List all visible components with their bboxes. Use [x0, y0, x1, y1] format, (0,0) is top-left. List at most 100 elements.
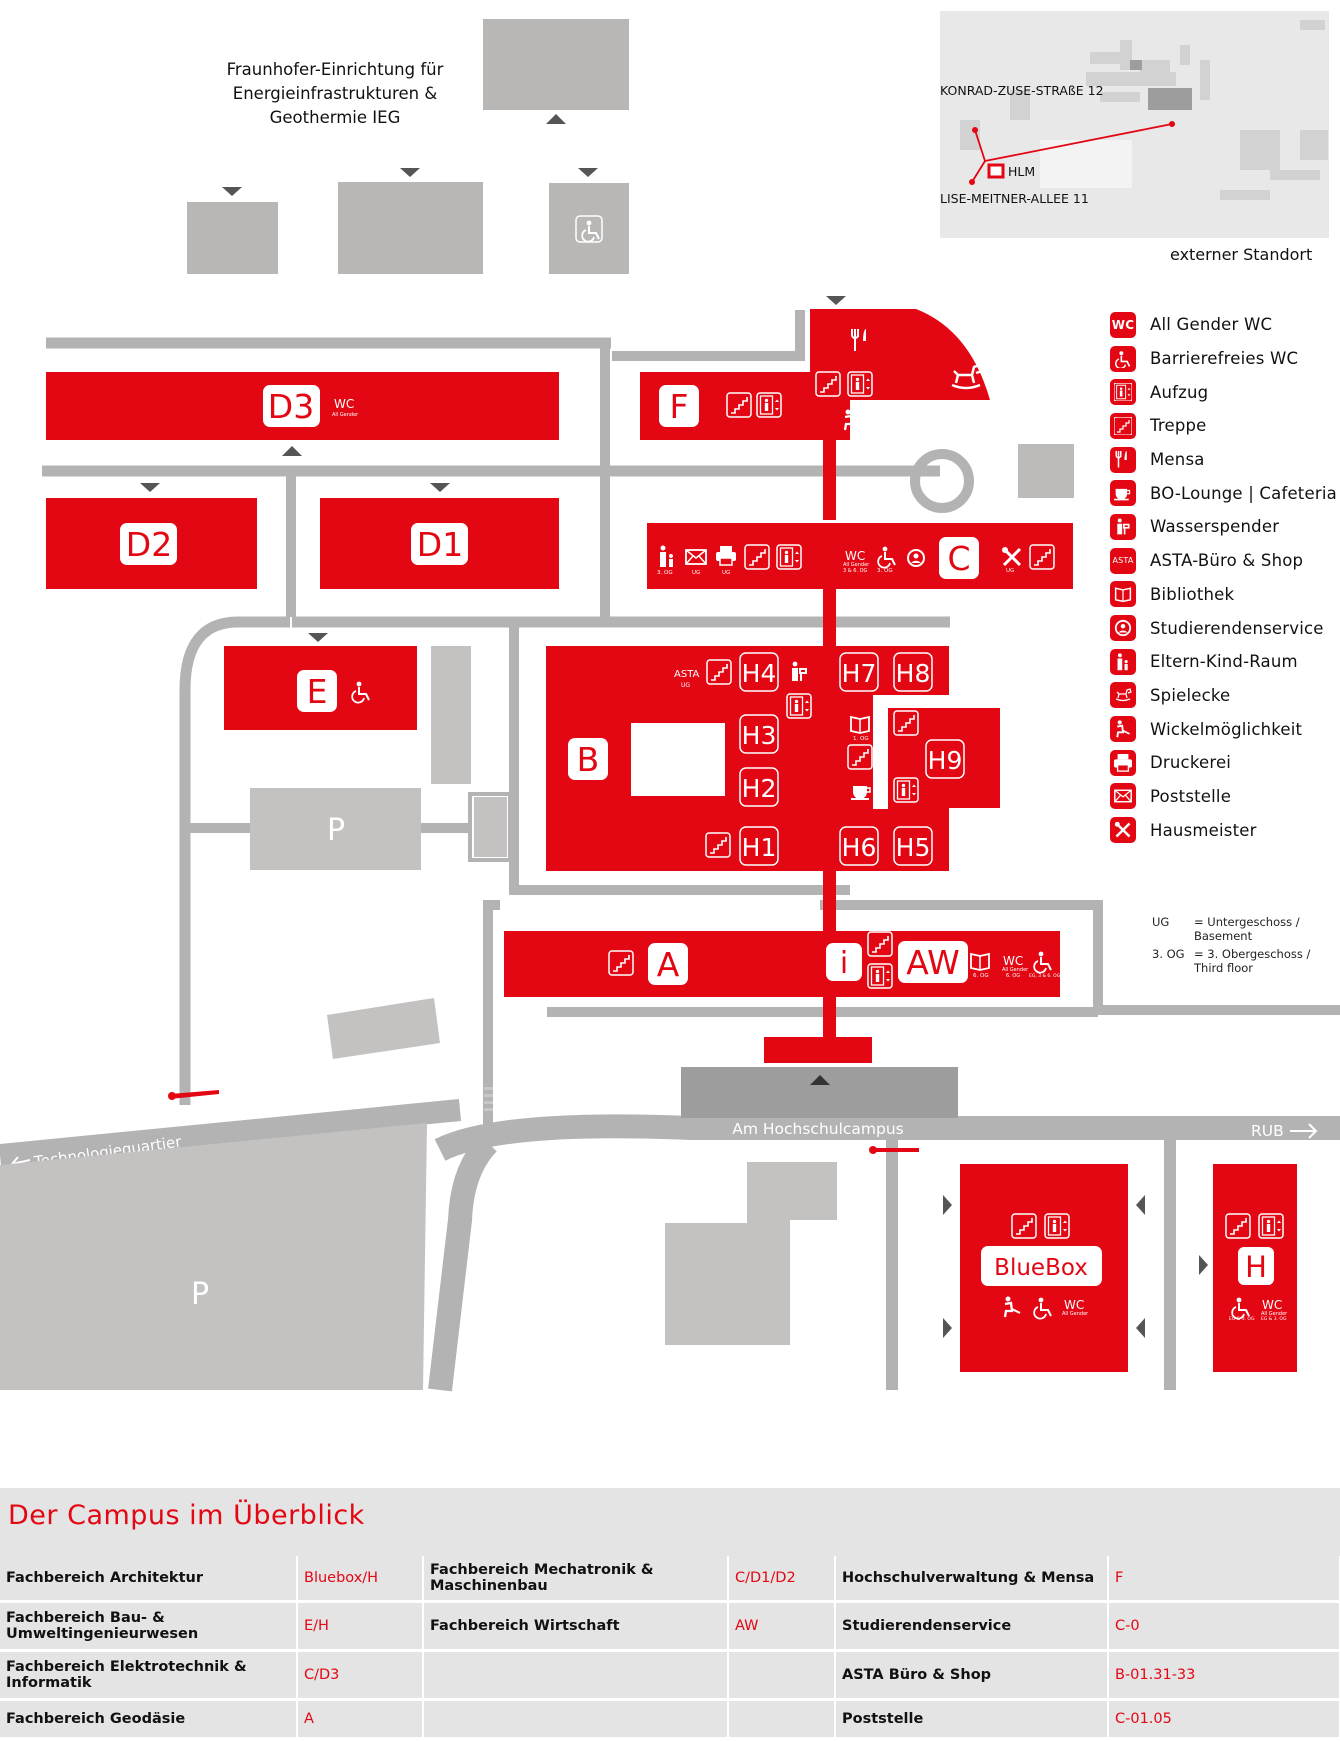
table-cell: Studierendenservice: [835, 1601, 1109, 1652]
legend-item-play-corner: Spielecke: [1110, 679, 1338, 713]
label-box-d2: D2: [120, 523, 177, 565]
road-label-rub: RUB: [1251, 1122, 1284, 1140]
legend-item-print-shop: Druckerei: [1110, 746, 1338, 780]
table-cell: Fachbereich Geodäsie: [0, 1699, 298, 1741]
inset-site-hlm: HLM: [1008, 164, 1035, 179]
legend-label: Treppe: [1150, 416, 1207, 436]
water-dispenser-icon: [1110, 513, 1136, 540]
map-legend: WC All Gender WC Barrierefreies WC Aufzu…: [1110, 308, 1338, 847]
building-label-b: B: [577, 740, 600, 779]
legend-label: Mensa: [1150, 450, 1205, 470]
label-box-c: C: [939, 537, 979, 579]
table-cell: [728, 1699, 836, 1741]
floor-note-ug: UG = Untergeschoss / Basement: [1152, 915, 1324, 943]
b-asta-floor: UG: [681, 682, 690, 689]
hall-h9: H9: [928, 746, 963, 775]
c-wc-floors: 3 & 6. OG: [843, 568, 868, 574]
legend-item-parent-child: Eltern-Kind-Raum: [1110, 645, 1338, 679]
legend-label: Druckerei: [1150, 753, 1232, 773]
hall-h6: H6: [842, 833, 877, 862]
printer-icon: [1110, 749, 1136, 776]
legend-item-stairs: Treppe: [1110, 409, 1338, 443]
legend-item-cafeteria: BO-Lounge | Cafeteria: [1110, 476, 1338, 510]
h-acc-floors: EG & 3. OG: [1229, 1316, 1255, 1322]
building-label-c: C: [947, 539, 970, 578]
accessible-wc-icon: [875, 409, 894, 433]
elevator-icon: [1110, 379, 1136, 406]
legend-label: ASTA-Büro & Shop: [1150, 551, 1304, 571]
grey-buildings: [250, 444, 1074, 1345]
table-cell: B-01.31-33: [1108, 1650, 1340, 1701]
inset-street-lise: LISE-MEITNER-ALLEE 11: [940, 191, 1089, 206]
book-icon: [1110, 581, 1136, 608]
table-cell: C-0: [1108, 1601, 1340, 1652]
fraunhofer-title-line-1: Fraunhofer-Einrichtung für: [226, 60, 444, 79]
legend-label: Wickelmöglichkeit: [1150, 719, 1303, 739]
baby-changing-icon: [1110, 716, 1136, 743]
hall-label-texts: H4 H3 H2 H1 H7 H8 H9 H6 H5: [742, 659, 963, 862]
building-label-a: A: [657, 945, 680, 984]
c-acc-floor: 3. OG: [877, 568, 893, 574]
legend-item-water: Wasserspender: [1110, 510, 1338, 544]
table-row: Fachbereich Elektrotechnik & Informatik …: [0, 1650, 1340, 1701]
legend-label: Bibliothek: [1150, 584, 1235, 604]
legend-item-caretaker: Hausmeister: [1110, 813, 1338, 847]
hall-h4: H4: [742, 659, 777, 688]
legend-item-accessible-wc: Barrierefreies WC: [1110, 342, 1338, 376]
label-box-h: H: [1238, 1247, 1274, 1285]
paths: [0, 310, 1340, 1392]
label-box-e: E: [297, 670, 337, 712]
table-cell: Fachbereich Architektur: [0, 1556, 298, 1603]
table-row: Fachbereich Geodäsie A Poststelle C-01.0…: [0, 1699, 1340, 1741]
parking-label-large: P: [191, 1277, 209, 1312]
overview-title: Der Campus im Überblick: [8, 1500, 365, 1531]
fraunhofer-title-line-3: Geothermie IEG: [269, 108, 401, 127]
legend-label: Wasserspender: [1150, 517, 1280, 537]
parent-child-icon: [1110, 648, 1136, 675]
table-cell: Hochschulverwaltung & Mensa: [835, 1556, 1109, 1603]
asta-icon: ASTA: [1110, 547, 1136, 574]
floor-note-key: UG: [1152, 915, 1170, 929]
label-box-bluebox: BlueBox: [981, 1246, 1102, 1286]
fraunhofer-buildings: [187, 19, 629, 274]
table-row: Fachbereich Architektur Bluebox/H Fachbe…: [0, 1556, 1340, 1603]
hall-labels: [739, 652, 965, 866]
b-asta: ASTA: [674, 669, 700, 680]
arrow-right-icon: [1290, 1123, 1318, 1139]
legend-item-elevator: Aufzug: [1110, 375, 1338, 409]
legend-label: Studierendenservice: [1150, 618, 1324, 638]
floor-note-value: = 3. Obergeschoss / Third floor: [1194, 947, 1311, 975]
h-wc: WC: [1262, 1298, 1282, 1312]
floor-note-key: 3. OG: [1152, 947, 1185, 961]
campus-entrance-plaza: [681, 1067, 958, 1118]
table-cell: Fachbereich Wirtschaft: [423, 1601, 729, 1652]
table-cell: ASTA Büro & Shop: [835, 1650, 1109, 1701]
table-row: Fachbereich Bau- & Umweltingenieurwesen …: [0, 1601, 1340, 1652]
legend-label: Hausmeister: [1150, 820, 1257, 840]
label-box-d3: D3: [263, 385, 320, 427]
student-service-icon: [1110, 615, 1136, 642]
floor-note-value: = Untergeschoss / Basement: [1194, 915, 1300, 943]
hall-h1: H1: [742, 833, 777, 862]
bluebox-wc-all-gender: All Gender: [1062, 1311, 1089, 1317]
stairs-icon: [1110, 412, 1136, 439]
table-cell: Bluebox/H: [297, 1556, 424, 1603]
aw-wc: WC: [1003, 954, 1023, 968]
road-label-campus: Am Hochschulcampus: [732, 1120, 904, 1138]
legend-label: Poststelle: [1150, 786, 1232, 806]
hall-h7: H7: [842, 659, 877, 688]
bluebox-wc: WC: [1064, 1298, 1084, 1312]
table-cell: C/D1/D2: [728, 1556, 836, 1603]
hall-h8: H8: [896, 659, 931, 688]
table-cell: AW: [728, 1601, 836, 1652]
entrance-markers-top: [222, 114, 598, 196]
fraunhofer-title: Fraunhofer-Einrichtung für Energieinfras…: [190, 58, 480, 130]
table-cell: C/D3: [297, 1650, 424, 1701]
legend-label: Eltern-Kind-Raum: [1150, 652, 1298, 672]
table-cell: Fachbereich Bau- & Umweltingenieurwesen: [0, 1601, 298, 1652]
campus-map: KONRAD-ZUSE-STRAßE 12 LISE-MEITNER-ALLEE…: [0, 11, 1340, 1392]
campus-overview: Der Campus im Überblick Fachbereich Arch…: [0, 1488, 1340, 1741]
inset-street-konrad: KONRAD-ZUSE-STRAßE 12: [940, 83, 1104, 98]
f-wc: WC: [906, 412, 926, 426]
external-site-inset: KONRAD-ZUSE-STRAßE 12 LISE-MEITNER-ALLEE…: [940, 11, 1329, 238]
